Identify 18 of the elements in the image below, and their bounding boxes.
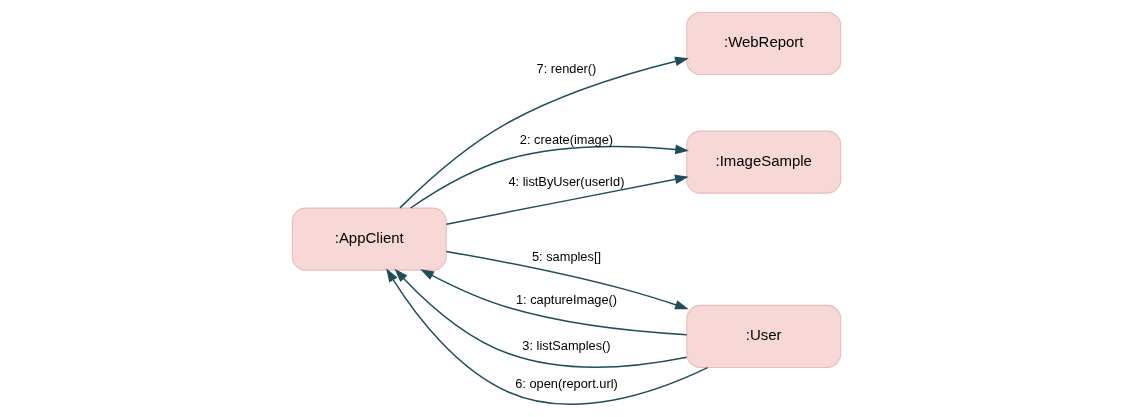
edge-label: 5: samples[] [531, 249, 601, 265]
arrow [445, 174, 689, 225]
arrow [385, 268, 708, 405]
edge-label: 7: render() [536, 60, 596, 76]
node-box: :WebReport [685, 11, 841, 75]
edge-label: 2: create(image) [519, 131, 613, 147]
arrow [398, 56, 689, 209]
edge-label: 1: captureImage() [515, 291, 617, 307]
arrow [419, 269, 687, 336]
node-box: :User [685, 304, 841, 368]
arrow [394, 268, 687, 368]
node-box: :ImageSample [685, 130, 841, 194]
edge-label: 6: open(report.url) [514, 376, 618, 392]
edge-label: 4: listByUser(userId) [507, 174, 625, 190]
node-box: :AppClient [291, 207, 447, 271]
arrow [409, 144, 689, 209]
edge-label: 3: listSamples() [521, 337, 611, 353]
arrow [445, 250, 689, 310]
